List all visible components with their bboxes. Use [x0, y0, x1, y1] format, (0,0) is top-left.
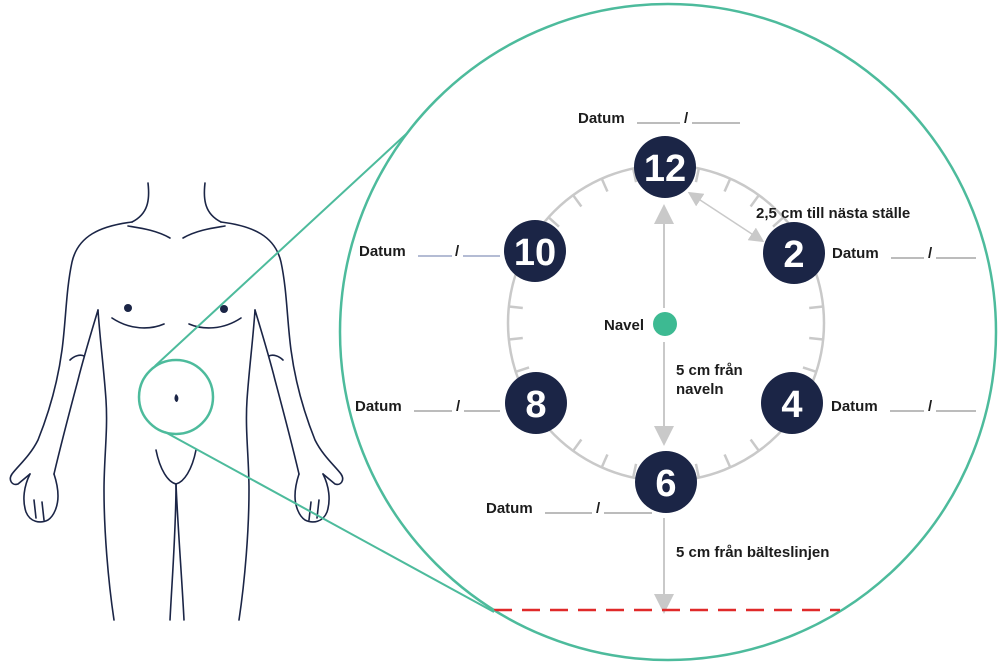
injection-sites: 12 Datum / 2 Datum / 4 Datum / 6 [355, 110, 976, 517]
site-6: 6 Datum / [486, 451, 697, 517]
clock-tick [809, 305, 824, 310]
clock-tick [631, 168, 638, 183]
clock-tick [572, 438, 583, 452]
date-label-4: Datum [831, 398, 878, 415]
navel-dot [653, 312, 677, 336]
from-navel-label-1: 5 cm från [676, 362, 743, 379]
zoom-line-bottom [164, 431, 495, 613]
date-label-12: Datum [578, 110, 625, 127]
date-label-10: Datum [359, 243, 406, 260]
zoom-line-top [154, 111, 431, 367]
site-badge-10 [504, 220, 566, 282]
clock-tick [694, 168, 701, 183]
clock-tick [723, 454, 732, 468]
navel-label: Navel [604, 317, 644, 334]
clock-tick [508, 336, 523, 341]
site-badge-4 [761, 372, 823, 434]
date-slash-6: / [596, 500, 601, 517]
site-badge-8 [505, 372, 567, 434]
from-belt-label: 5 cm från bälteslinjen [676, 544, 829, 561]
date-label-2: Datum [832, 245, 879, 262]
site-8: 8 Datum / [355, 372, 567, 434]
nipple-right [220, 305, 228, 313]
date-slash-4: / [928, 398, 933, 415]
clock-tick [694, 463, 701, 478]
site-number-6: 6 [655, 463, 676, 505]
clock-tick [802, 366, 817, 374]
site-4: 4 Datum / [761, 372, 976, 434]
clock-tick [631, 463, 638, 478]
distance-next-label: 2,5 cm till nästa ställe [756, 205, 910, 222]
date-slash-2: / [928, 245, 933, 262]
arrow-12-to-2 [687, 191, 765, 243]
date-label-8: Datum [355, 398, 402, 415]
site-badge-6 [635, 451, 697, 513]
site-badge-12 [634, 136, 696, 198]
body-navel-mark [174, 394, 179, 402]
clock-tick [547, 216, 560, 228]
site-12: 12 Datum / [578, 110, 740, 198]
clock-tick [600, 178, 609, 192]
clock-tick [515, 366, 530, 374]
from-navel-label-2: naveln [676, 381, 724, 398]
clock-tick [723, 178, 732, 192]
zoom-source-circle [137, 358, 215, 436]
clock-tick [749, 438, 760, 452]
clock-tick [508, 305, 523, 310]
clock-tick [772, 216, 785, 228]
nipple-left [124, 304, 132, 312]
date-slash-10: / [455, 243, 460, 260]
site-badge-2 [763, 222, 825, 284]
site-number-10: 10 [514, 232, 556, 274]
date-slash-8: / [456, 398, 461, 415]
clock-tick [572, 194, 583, 208]
clock-tick [600, 454, 609, 468]
site-number-12: 12 [644, 148, 686, 190]
site-number-2: 2 [783, 234, 804, 276]
site-2: 2 Datum / [763, 222, 976, 284]
site-number-8: 8 [525, 384, 546, 426]
site-number-4: 4 [781, 384, 802, 426]
clock-tick [809, 336, 824, 341]
date-label-6: Datum [486, 500, 533, 517]
site-10: 10 Datum / [359, 220, 566, 282]
date-slash-12: / [684, 110, 689, 127]
human-torso-outline-icon [9, 182, 344, 621]
